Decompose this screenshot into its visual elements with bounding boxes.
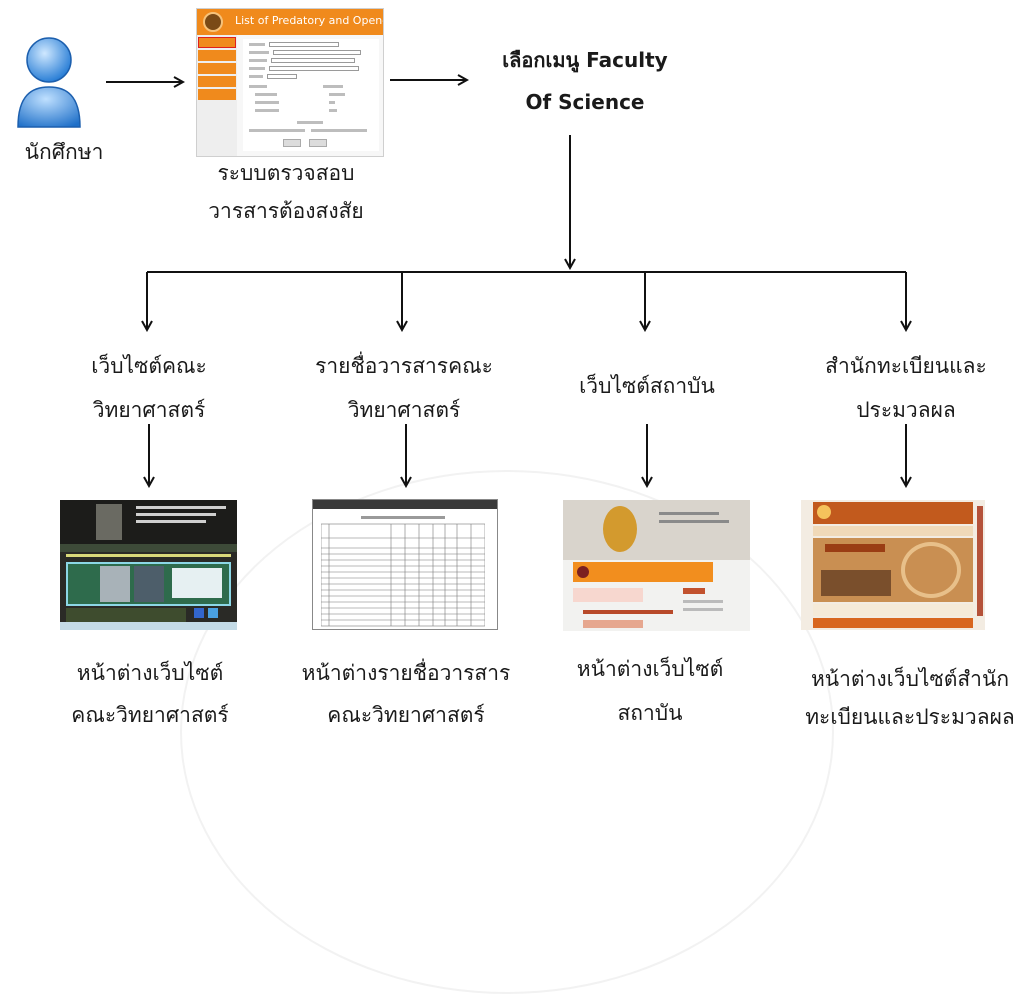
caption-3-line1: หน้าต่างเว็บไซต์ (576, 657, 724, 681)
system-label-line1: ระบบตรวจสอบ (217, 161, 355, 185)
university-logo (203, 12, 223, 32)
faculty-website-thumbnail (60, 500, 237, 630)
branch-2-label-line2: วิทยาศาสตร์ (347, 398, 461, 422)
branch-1-label-line1: เว็บไซต์คณะ (91, 354, 207, 378)
screenshot-menu-item (198, 89, 236, 100)
caption-4-line2: ทะเบียนและประมวลผล (805, 705, 1015, 729)
screenshot-header (197, 9, 383, 35)
screenshot-menu-item-selected (198, 37, 236, 48)
screenshot-menu-item (198, 76, 236, 87)
menu-label-line1: เลือกเมนู Faculty (502, 48, 668, 72)
journal-table-grid (321, 516, 485, 627)
caption-1-line2: คณะวิทยาศาสตร์ (71, 703, 229, 727)
menu-label-line2: Of Science (525, 90, 645, 114)
branch-3-label-line1: เว็บไซต์สถาบัน (579, 374, 715, 398)
journal-list-thumbnail (312, 499, 498, 630)
caption-1-line1: หน้าต่างเว็บไซต์ (76, 661, 224, 685)
branch-1-label-line2: วิทยาศาสตร์ (92, 398, 206, 422)
screenshot-menu (197, 35, 237, 156)
screenshot-menu-item (198, 50, 236, 61)
branch-4-label-line1: สำนักทะเบียนและ (825, 354, 987, 378)
caption-3-line2: สถาบัน (617, 701, 683, 725)
system-screenshot: List of Predatory and Open-Access (196, 8, 384, 157)
branch-4-label-line2: ประมวลผล (856, 398, 956, 422)
registrar-website-thumbnail (801, 500, 985, 630)
caption-2-line1: หน้าต่างรายชื่อวารสาร (301, 661, 511, 685)
caption-2-line2: คณะวิทยาศาสตร์ (327, 703, 485, 727)
screenshot-title: List of Predatory and Open-Access (235, 14, 384, 27)
student-label: นักศึกษา (24, 140, 104, 164)
flow-connectors (106, 0, 1035, 735)
institute-website-thumbnail (563, 500, 750, 631)
screenshot-menu-item (198, 63, 236, 74)
user-avatar-icon (17, 37, 81, 128)
caption-4-line1: หน้าต่างเว็บไซต์สำนัก (810, 667, 1010, 691)
branch-2-label-line1: รายชื่อวารสารคณะ (315, 354, 493, 378)
system-label-line2: วารสารต้องสงสัย (208, 199, 364, 223)
screenshot-form (243, 39, 379, 151)
